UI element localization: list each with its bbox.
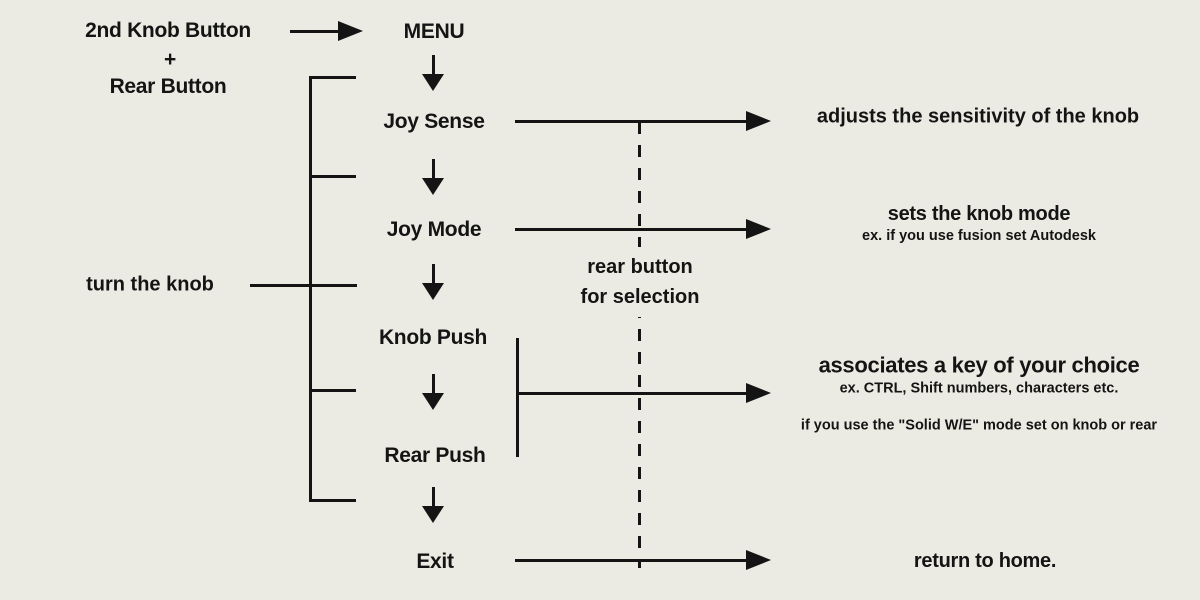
turn-the-knob-label: turn the knob bbox=[86, 273, 214, 296]
down-arrow-5-shaft bbox=[432, 487, 435, 507]
menu-item-joy-sense: Joy Sense bbox=[383, 110, 485, 133]
trigger-combo-line2: Rear Button bbox=[109, 75, 227, 98]
trigger-to-menu-arrow-shaft bbox=[290, 30, 340, 33]
down-arrow-2-shaft bbox=[432, 159, 435, 179]
menu-item-knob-push: Knob Push bbox=[378, 326, 488, 349]
desc-key-push-title: associates a key of your choice bbox=[818, 352, 1140, 378]
bracket-tick-5 bbox=[309, 499, 356, 502]
desc-key-push: associates a key of your choice ex. CTRL… bbox=[801, 353, 1157, 436]
desc-joy-sense: adjusts the sensitivity of the knob bbox=[803, 104, 1153, 131]
selection-note-line1: rear button bbox=[587, 256, 693, 278]
rear-button-selection-dashed-line bbox=[638, 122, 641, 568]
exit-arrowhead-icon bbox=[746, 550, 771, 570]
desc-exit-title: return to home. bbox=[913, 550, 1057, 572]
joy-sense-arrow-shaft bbox=[515, 120, 748, 123]
down-arrow-1-shaft bbox=[432, 55, 435, 75]
trigger-to-menu-arrowhead-icon bbox=[338, 21, 363, 41]
desc-key-push-example: ex. CTRL, Shift numbers, characters etc. bbox=[839, 380, 1119, 397]
down-arrow-4-shaft bbox=[432, 374, 435, 394]
joy-mode-arrow-shaft bbox=[515, 228, 748, 231]
joy-sense-arrowhead-icon bbox=[746, 111, 771, 131]
push-items-arrow-shaft bbox=[516, 392, 748, 395]
down-arrow-4-head-icon bbox=[422, 393, 444, 410]
trigger-plus-sign: + bbox=[164, 48, 176, 71]
desc-joy-mode-example: ex. if you use fusion set Autodesk bbox=[862, 228, 1096, 244]
menu-item-joy-mode: Joy Mode bbox=[386, 218, 482, 241]
bracket-tick-1 bbox=[309, 76, 356, 79]
menu-root-label: MENU bbox=[403, 20, 465, 43]
desc-joy-mode: sets the knob mode ex. if you use fusion… bbox=[862, 202, 1096, 246]
bracket-tick-4 bbox=[309, 389, 356, 392]
selection-note-line2: for selection bbox=[580, 286, 700, 308]
bracket-tick-2 bbox=[309, 175, 356, 178]
menu-item-rear-push: Rear Push bbox=[384, 444, 486, 467]
push-items-connector-line bbox=[516, 338, 519, 457]
down-arrow-3-shaft bbox=[432, 264, 435, 284]
selection-note: rear button for selection bbox=[570, 247, 710, 317]
desc-key-push-note: if you use the "Solid W/E" mode set on k… bbox=[800, 417, 1158, 434]
desc-joy-mode-title: sets the knob mode bbox=[887, 203, 1071, 225]
desc-exit: return to home. bbox=[914, 549, 1056, 573]
down-arrow-2-head-icon bbox=[422, 178, 444, 195]
down-arrow-5-head-icon bbox=[422, 506, 444, 523]
bracket-tick-3-turn-knob-connector bbox=[250, 284, 357, 287]
down-arrow-1-head-icon bbox=[422, 74, 444, 91]
joy-mode-arrowhead-icon bbox=[746, 219, 771, 239]
trigger-combo-line1: 2nd Knob Button bbox=[85, 19, 251, 42]
bracket-vertical-line bbox=[309, 76, 312, 502]
desc-joy-sense-title: adjusts the sensitivity of the knob bbox=[816, 105, 1140, 128]
down-arrow-3-head-icon bbox=[422, 283, 444, 300]
exit-arrow-shaft bbox=[515, 559, 748, 562]
push-items-arrowhead-icon bbox=[746, 383, 771, 403]
menu-item-exit: Exit bbox=[416, 550, 454, 573]
